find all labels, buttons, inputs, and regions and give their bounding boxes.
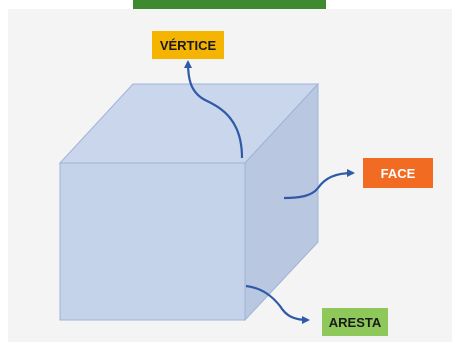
face-arrow	[283, 169, 355, 200]
vertex-arrow	[184, 60, 244, 159]
edge-label: ARESTA	[322, 308, 388, 336]
vertex-label: VÉRTICE	[152, 31, 224, 59]
edge-arrow	[245, 284, 310, 324]
face-label: FACE	[363, 158, 433, 188]
header-strip	[133, 0, 326, 9]
cube-front-face	[59, 162, 246, 321]
